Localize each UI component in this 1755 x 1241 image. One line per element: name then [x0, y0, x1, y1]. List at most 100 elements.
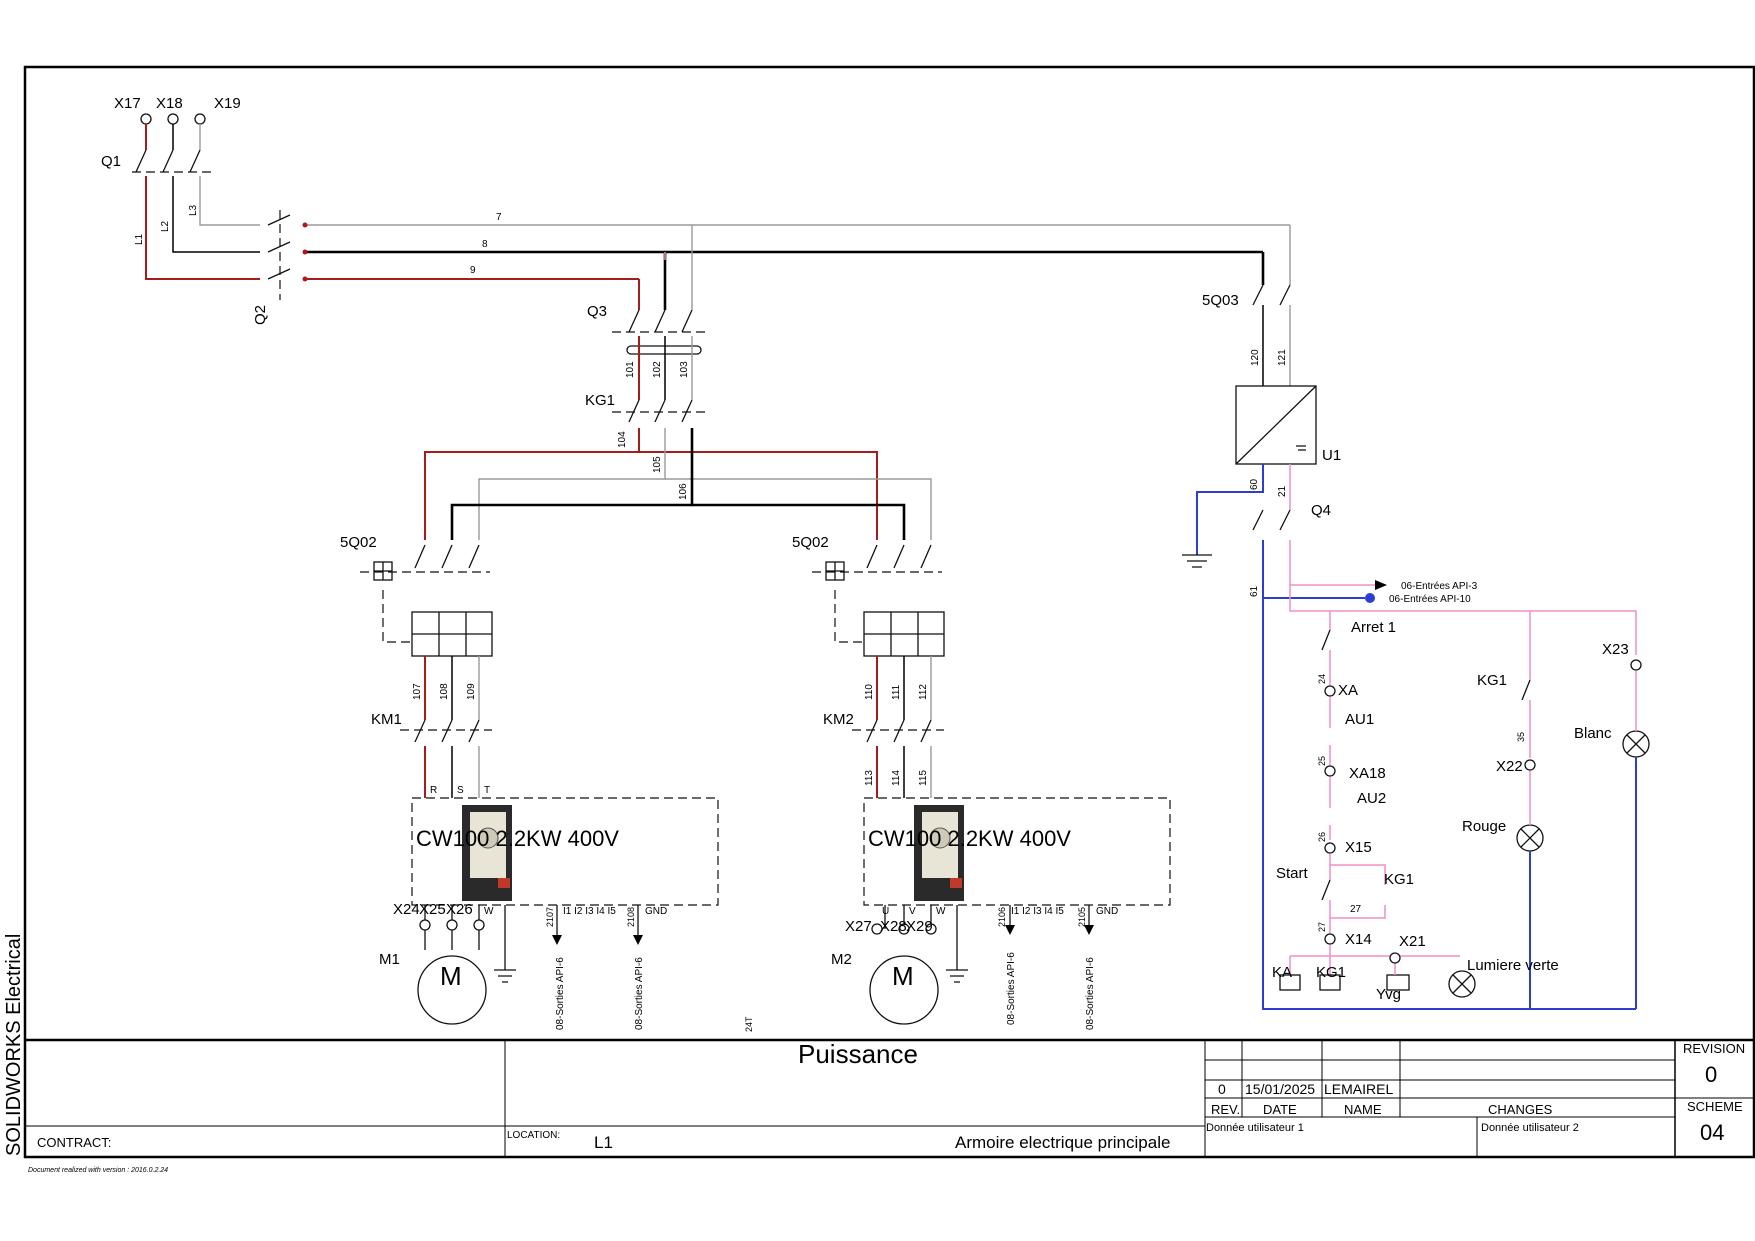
terminal-u-2: U [882, 906, 889, 917]
wire-9: 9 [470, 265, 476, 276]
label-yvg: Yvg [1376, 986, 1401, 1003]
wire-111: 111 [891, 684, 902, 700]
label-api-out-1: 08-Sorties API-6 [555, 957, 566, 1030]
wire-35: 35 [1516, 732, 1526, 742]
wire-7: 7 [496, 212, 502, 223]
label-drive-2: CW100 2.2KW 400V [868, 826, 1071, 851]
wire-112: 112 [918, 684, 929, 700]
drive-2-image [914, 805, 964, 901]
label-api-out-4: 08-Sorties API-6 [1085, 957, 1096, 1030]
wire-27b: 27 [1350, 904, 1362, 915]
date-value: 15/01/2025 [1245, 1081, 1315, 1097]
label-xa: XA [1338, 682, 1358, 699]
control-supply [1182, 284, 1650, 1010]
footer-version: Document realized with version : 2016.0.… [28, 1167, 168, 1174]
label-drive-1: CW100 2.2KW 400V [416, 826, 619, 851]
drawing-frame [23, 65, 1755, 1159]
terminal-gnd-1: GND [645, 906, 667, 917]
wire-21: 21 [1277, 485, 1288, 497]
contract-label: CONTRACT: [37, 1135, 111, 1150]
label-phase-l2: L2 [160, 220, 171, 232]
wire-27a: 27 [1317, 922, 1327, 932]
wire-2105: 2105 [1077, 907, 1087, 927]
label-lamp-green: Lumiere verte [1467, 957, 1559, 974]
label-5q03: 5Q03 [1202, 292, 1239, 309]
label-x22: X22 [1496, 758, 1523, 775]
label-x14: X14 [1345, 931, 1372, 948]
label-q4: Q4 [1311, 502, 1331, 519]
label-au2: AU2 [1357, 790, 1386, 807]
label-arret: Arret 1 [1351, 619, 1396, 636]
label-start: Start [1276, 865, 1309, 882]
label-x25: X25 [419, 901, 446, 918]
wire-113: 113 [864, 770, 875, 786]
label-x15: X15 [1345, 839, 1372, 856]
terminal-inputs-2: I1 I2 I3 I4 I5 [1011, 906, 1064, 917]
label-ka: KA [1272, 964, 1292, 981]
motor-symbol-1: M [440, 961, 462, 991]
label-kg1-coil: KG1 [1316, 964, 1346, 981]
name-value: LEMAIREL [1324, 1081, 1393, 1097]
label-5q02-a: 5Q02 [340, 534, 377, 551]
wire-107: 107 [412, 683, 423, 700]
component-labels: X17 X18 X19 Q1 Q2 Q3 KG1 5Q02 5Q02 5Q03 … [101, 95, 1629, 1030]
label-km2: KM2 [823, 711, 854, 728]
wire-2106: 2106 [997, 907, 1007, 927]
label-x28: X28 [880, 918, 907, 935]
drawing-title: Puissance [798, 1039, 918, 1069]
label-au1: AU1 [1345, 711, 1374, 728]
label-x23: X23 [1602, 641, 1629, 658]
terminal-w-2: W [936, 906, 946, 917]
label-x21: X21 [1399, 933, 1426, 950]
date-header: DATE [1263, 1102, 1297, 1117]
scheme-label: SCHEME [1687, 1099, 1743, 1114]
wire-101: 101 [625, 361, 636, 378]
motor-branch-2 [812, 544, 1171, 1025]
wire-106: 106 [678, 483, 689, 500]
label-phase-l1: L1 [134, 233, 145, 245]
label-lamp-red: Rouge [1462, 818, 1506, 835]
wire-109: 109 [466, 683, 477, 700]
label-kg1-ctrl-a: KG1 [1384, 871, 1414, 888]
label-x27: X27 [845, 918, 872, 935]
terminal-s: S [457, 785, 464, 796]
wire-102: 102 [652, 361, 663, 378]
wire-114: 114 [891, 770, 902, 786]
label-u1: U1 [1322, 447, 1341, 464]
wire-121: 121 [1277, 349, 1288, 366]
label-q1: Q1 [101, 153, 121, 170]
terminal-gnd-2: GND [1096, 906, 1118, 917]
scheme-value: 04 [1700, 1120, 1724, 1145]
wire-115: 115 [918, 770, 929, 786]
wire-110: 110 [864, 684, 875, 700]
wire-103: 103 [679, 361, 690, 378]
name-header: NAME [1344, 1102, 1382, 1117]
label-x26: X26 [446, 901, 473, 918]
label-m2: M2 [831, 951, 852, 968]
wire-104: 104 [617, 431, 628, 448]
revision-label: REVISION [1683, 1041, 1745, 1056]
label-lamp-white: Blanc [1574, 725, 1612, 742]
drive-terminals: R S T W I1 I2 I3 I4 I5 GND U V W I1 I2 I… [430, 785, 1118, 917]
user-data-1: Donnée utilisateur 1 [1206, 1122, 1304, 1134]
label-kg1-main: KG1 [585, 392, 615, 409]
wire-2108: 2108 [626, 907, 636, 927]
supply-section [132, 113, 1291, 310]
label-q2: Q2 [252, 305, 269, 325]
label-km1: KM1 [371, 711, 402, 728]
wire-24t: 24T [744, 1016, 754, 1032]
label-api-in-3: 06-Entrées API-3 [1401, 581, 1478, 592]
location-label: LOCATION: [507, 1130, 560, 1141]
label-x19: X19 [214, 95, 241, 112]
label-x24: X24 [393, 901, 420, 918]
label-api-out-2: 08-Sorties API-6 [634, 957, 645, 1030]
label-xa18: XA18 [1349, 765, 1386, 782]
terminal-w-1: W [484, 906, 494, 917]
wire-24: 24 [1317, 674, 1327, 684]
wire-105: 105 [652, 456, 663, 473]
label-kg1-ctrl-b: KG1 [1477, 672, 1507, 689]
wire-108: 108 [439, 683, 450, 700]
terminal-r: R [430, 785, 437, 796]
title-block [25, 1038, 1754, 1157]
